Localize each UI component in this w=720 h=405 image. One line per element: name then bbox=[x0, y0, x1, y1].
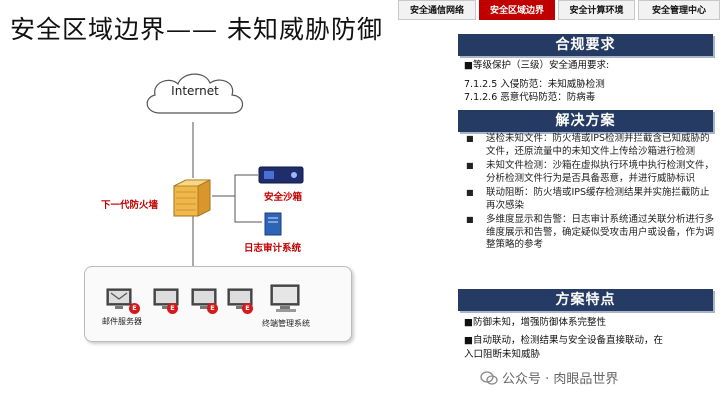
threat-badge: E bbox=[129, 303, 140, 314]
compliance-header: 合规要求 bbox=[458, 34, 713, 56]
internet-label: Internet bbox=[140, 84, 250, 98]
watermark: 公众号 · 肉眼品世界 bbox=[480, 368, 618, 387]
compliance-item-2: 7.1.2.6 恶意代码防范：防病毒 bbox=[464, 91, 595, 104]
feature-item-1: ■防御未知，增强防御体系完整性 bbox=[464, 316, 606, 329]
feature-item-2: ■自动联动，检测结果与安全设备直接联动，在 bbox=[464, 334, 663, 347]
solution-list: ■送检未知文件：防火墙或IPS检测并拦截含已知威胁的文件，还原流量中的未知文件上… bbox=[466, 133, 716, 254]
list-item: ■送检未知文件：防火墙或IPS检测并拦截含已知威胁的文件，还原流量中的未知文件上… bbox=[466, 133, 716, 158]
terminal-mgmt-label: 终端管理系统 bbox=[262, 318, 310, 329]
firewall-icon bbox=[170, 178, 214, 218]
tab-secure-boundary[interactable]: 安全区域边界 bbox=[479, 0, 555, 20]
log-link bbox=[235, 196, 262, 222]
feature-item-2-cont: 入口阻断未知威胁 bbox=[464, 348, 540, 361]
features-header: 方案特点 bbox=[458, 289, 713, 311]
log-system-label: 日志审计系统 bbox=[244, 240, 301, 254]
list-item: ■未知文件检测：沙箱在虚拟执行环境中执行检测文件，分析检测文件行为是否具备恶意，… bbox=[466, 160, 716, 185]
threat-badge: E bbox=[207, 303, 218, 314]
sandbox-label: 安全沙箱 bbox=[264, 189, 302, 203]
list-item: ■联动阻断：防火墙或IPS缓存检测结果并实施拦截防止再次感染 bbox=[466, 187, 716, 212]
terminal-management-icon bbox=[270, 284, 304, 314]
threat-badge: E bbox=[167, 303, 178, 314]
log-server-icon bbox=[262, 212, 284, 236]
tab-secure-computing[interactable]: 安全计算环境 bbox=[558, 0, 635, 20]
tab-secure-management[interactable]: 安全管理中心 bbox=[638, 0, 720, 20]
mail-server-label: 邮件服务器 bbox=[102, 316, 142, 327]
solution-header: 解决方案 bbox=[458, 110, 713, 132]
list-item: ■多维度显示和告警：日志审计系统通过关联分析进行多维度展示和告警，确定疑似受攻击… bbox=[466, 214, 716, 252]
threat-badge: E bbox=[242, 303, 253, 314]
compliance-item-1: 7.1.2.5 入侵防范：未知威胁检测 bbox=[464, 78, 605, 91]
sandbox-icon bbox=[258, 165, 304, 185]
compliance-intro: ■等级保护（三级）安全通用要求: bbox=[464, 59, 609, 72]
sandbox-link bbox=[212, 175, 258, 196]
wechat-icon bbox=[480, 369, 498, 387]
firewall-label: 下一代防火墙 bbox=[101, 197, 158, 211]
